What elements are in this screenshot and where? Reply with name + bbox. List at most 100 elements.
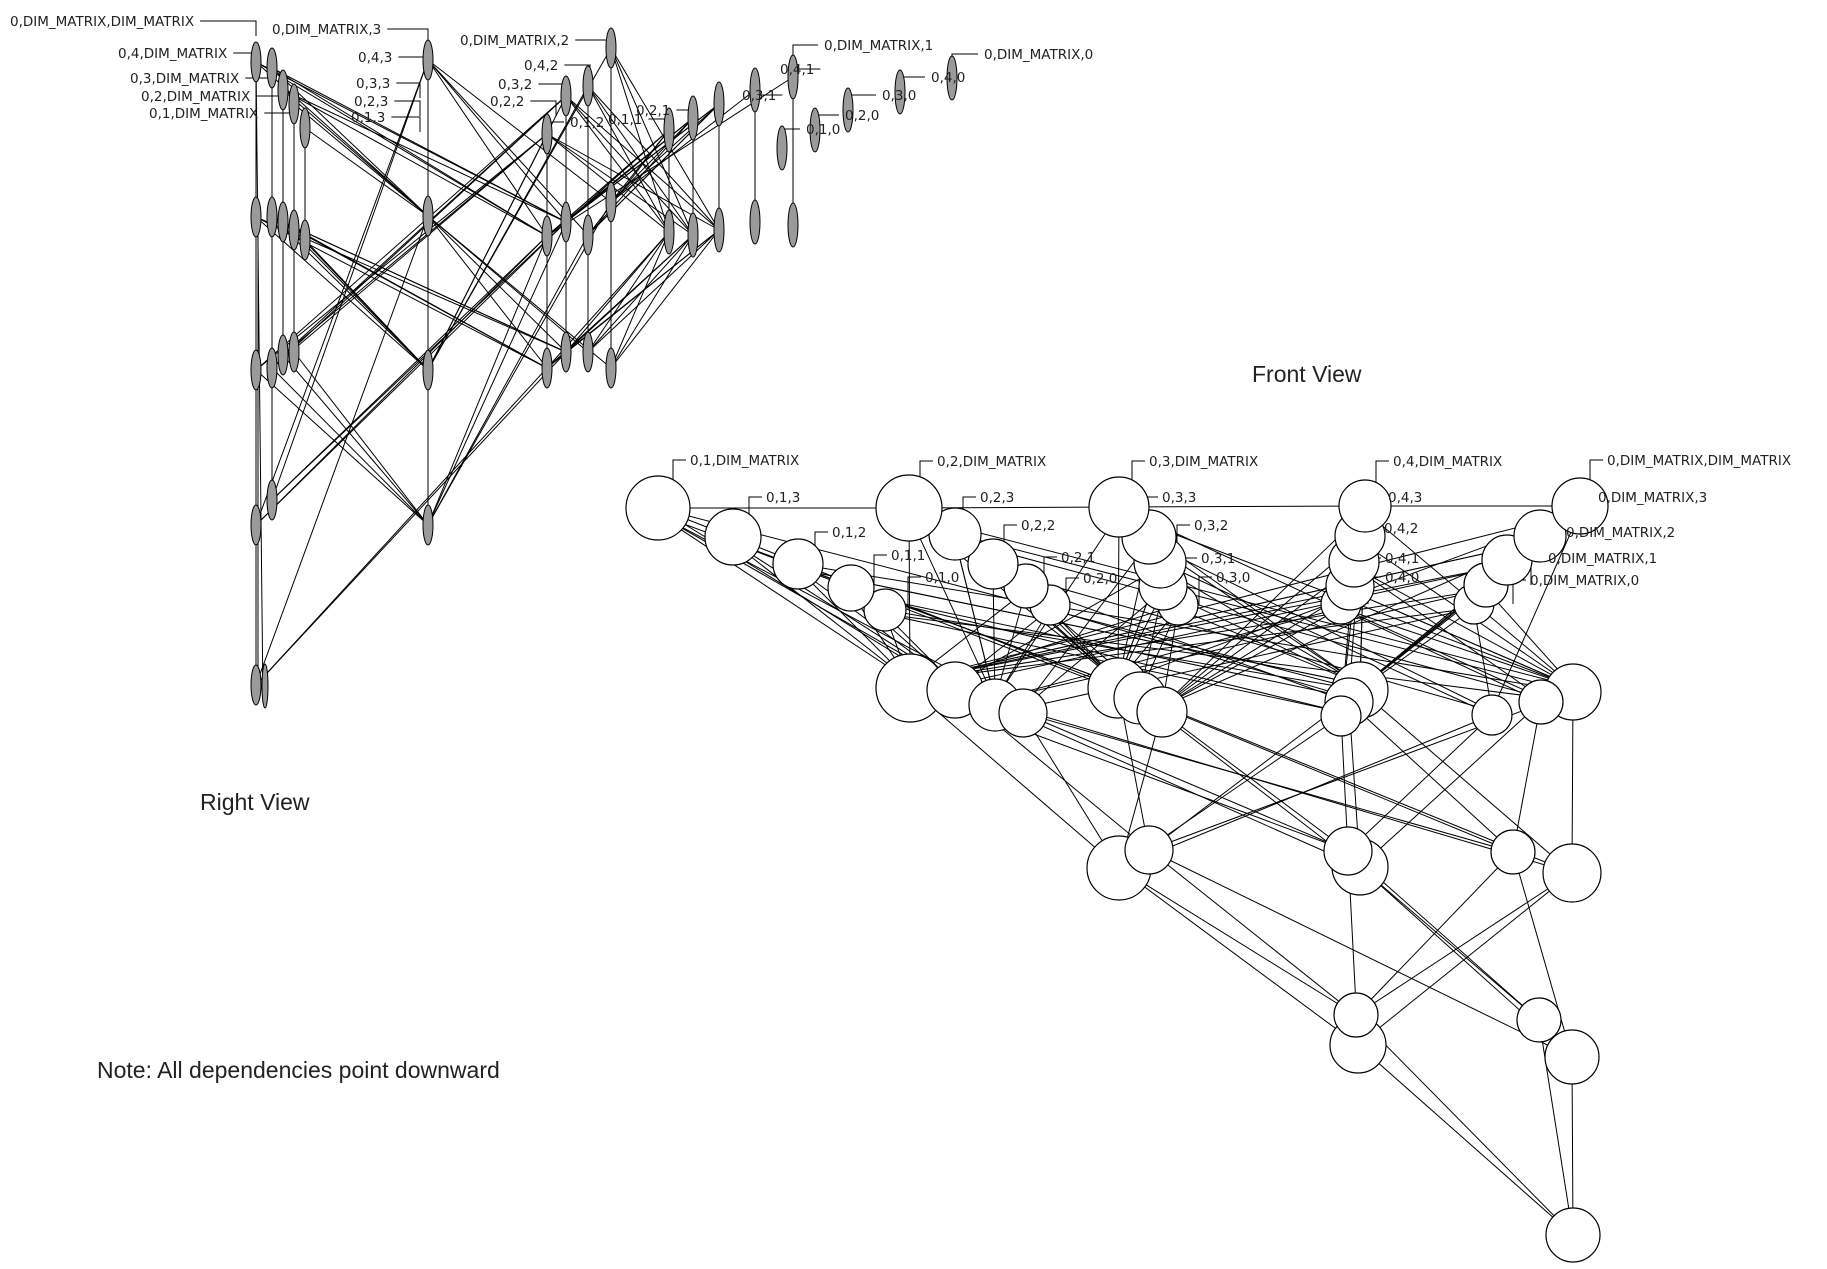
right-edge (255, 59, 429, 526)
front-node-label: 0,4,1 (1385, 551, 1419, 567)
right-edge (565, 95, 670, 233)
right-node-ellipse (266, 347, 278, 389)
front-node-label: 0,3,1 (1201, 551, 1235, 567)
right-node-label: 0,4,2 (524, 58, 558, 74)
front-node-circle (1320, 695, 1362, 737)
right-node-ellipse (605, 27, 617, 69)
right-node-label: 0,4,1 (780, 62, 814, 78)
right-node-label: 0,1,DIM_MATRIX (149, 106, 258, 122)
front-node-circle (863, 588, 907, 632)
right-edge (565, 231, 670, 353)
right-node-ellipse (582, 331, 594, 373)
right-node-label: 0,3,2 (498, 77, 532, 93)
front-edge (909, 564, 1508, 682)
front-edge (1118, 867, 1357, 1016)
right-edge (271, 59, 429, 501)
front-edge (884, 609, 1361, 691)
front-edge (1340, 607, 1574, 687)
right-node-ellipse (605, 347, 617, 389)
right-edge (255, 221, 567, 526)
front-node-label: 0,2,2 (1021, 518, 1055, 534)
right-edge (610, 103, 720, 203)
right-node-label: 0,3,DIM_MATRIX (130, 71, 239, 87)
front-edge (1148, 849, 1573, 1058)
front-node-circle (1544, 1029, 1600, 1085)
front-node-circle (704, 508, 762, 566)
right-node-ellipse (277, 334, 289, 376)
front-edge (1118, 867, 1359, 1046)
right-node-ellipse (776, 125, 788, 171)
right-edge (610, 229, 720, 369)
front-node-circle (1513, 509, 1567, 563)
right-node-ellipse (663, 107, 675, 153)
right-node-ellipse (288, 331, 300, 373)
front-edge (1025, 585, 1350, 703)
right-node-ellipse (713, 207, 725, 253)
right-edge (293, 103, 429, 217)
front-edge (1347, 714, 1493, 852)
right-node-label: 0,1,1 (608, 112, 642, 128)
front-edge (1571, 1056, 1574, 1236)
right-node-ellipse (541, 113, 553, 155)
right-node-label: 0,1,2 (570, 115, 604, 131)
front-node-circle (625, 475, 691, 541)
front-edge (1491, 511, 1581, 712)
right-edge (255, 61, 548, 237)
right-node-ellipse (250, 196, 262, 238)
front-edge (908, 514, 1574, 687)
front-edge (1148, 849, 1357, 1016)
front-edge (797, 568, 1361, 685)
right-edge (271, 67, 567, 223)
right-edge (255, 235, 548, 526)
front-node-label: 0,3,2 (1194, 518, 1228, 534)
right-node-ellipse (250, 41, 262, 83)
right-node-ellipse (266, 47, 278, 89)
right-node-ellipse (687, 212, 699, 258)
right-node-ellipse (288, 83, 300, 125)
right-edge (255, 369, 429, 526)
right-node-label: 0,DIM_MATRIX,DIM_MATRIX (10, 14, 194, 30)
front-view-title: Front View (1252, 361, 1362, 387)
right-edge (610, 234, 694, 369)
right-node-ellipse (582, 65, 594, 107)
front-edge (1022, 712, 1349, 852)
right-node-label: 0,1,0 (806, 122, 840, 138)
right-edge (610, 231, 670, 369)
front-edge (994, 704, 1361, 868)
right-edge (282, 133, 548, 356)
right-edge (427, 59, 548, 237)
right-edge (587, 234, 694, 353)
right-node-ellipse (250, 504, 262, 546)
right-node-ellipse (422, 504, 434, 546)
front-edge (657, 513, 911, 682)
right-view-title: Right View (200, 789, 310, 815)
front-node-label: 0,1,3 (766, 490, 800, 506)
front-edge (1357, 872, 1573, 1046)
right-edge (587, 231, 670, 353)
front-edge (909, 540, 1541, 682)
right-edge (610, 129, 670, 203)
right-edge (427, 221, 567, 526)
right-edge (271, 367, 429, 526)
right-edge (610, 117, 694, 203)
right-edge (587, 85, 670, 233)
front-edge (1118, 505, 1366, 508)
right-node-ellipse (261, 663, 269, 709)
right-node-label: 0,2,3 (354, 94, 388, 110)
right-label-leader (394, 100, 421, 116)
front-node-circle (1323, 826, 1373, 876)
right-node-ellipse (250, 664, 262, 706)
right-edge (427, 201, 612, 526)
right-edge (610, 47, 670, 233)
right-label-leader (387, 28, 429, 44)
front-node-label: 0,DIM_MATRIX,DIM_MATRIX (1607, 453, 1791, 469)
front-node-label: 0,1,1 (891, 548, 925, 564)
right-edge (610, 89, 756, 203)
right-edge (255, 351, 567, 686)
right-node-ellipse (894, 69, 906, 115)
front-node-label: 0,4,3 (1388, 490, 1422, 506)
front-edge (732, 542, 911, 682)
right-label-leader (200, 20, 257, 36)
front-node-circle (998, 688, 1048, 738)
